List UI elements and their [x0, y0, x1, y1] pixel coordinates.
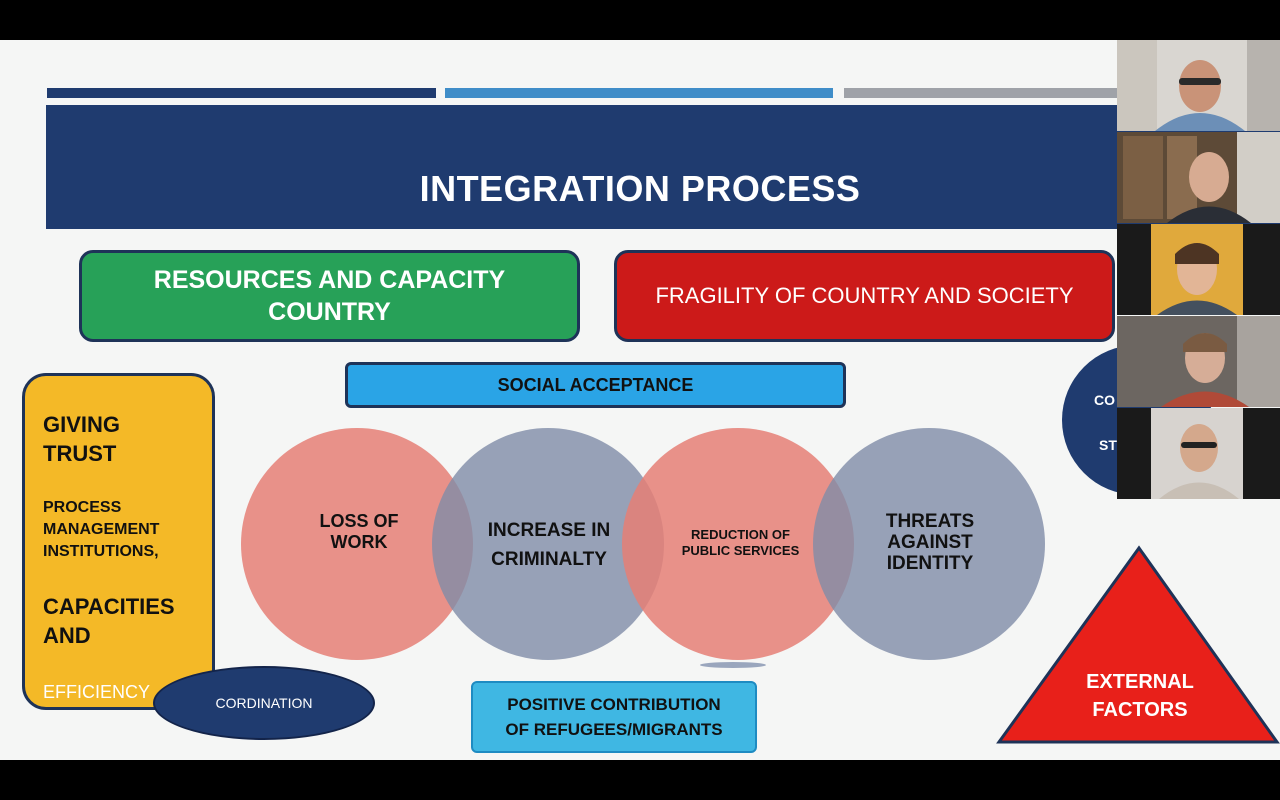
panel-capacities: CAPACITIES	[43, 594, 175, 619]
criminality-label: INCREASE IN CRIMINALTY	[460, 516, 638, 574]
video-tile-4[interactable]	[1117, 316, 1280, 407]
external-factors-label: EXTERNAL FACTORS	[1060, 668, 1220, 724]
participant-4-video	[1117, 316, 1280, 407]
external-factors-triangle	[996, 545, 1280, 744]
positive-line2: OF REFUGEES/MIGRANTS	[505, 720, 723, 739]
public-services-label: REDUCTION OF PUBLIC SERVICES	[658, 527, 823, 559]
top-bar-gray	[844, 88, 1117, 98]
public-line2: PUBLIC SERVICES	[681, 543, 800, 558]
top-bar-dark	[47, 88, 436, 98]
loss-of-work-label: LOSS OF WORK	[279, 511, 439, 553]
circle-underline	[700, 662, 766, 668]
criminality-line2: CRIMINALTY	[491, 549, 607, 570]
video-tile-3[interactable]	[1117, 224, 1280, 315]
presentation-slide: INTEGRATION PROCESS RESOURCES AND CAPACI…	[0, 40, 1280, 760]
panel-process: PROCESS	[43, 499, 122, 516]
participant-5-video	[1117, 408, 1280, 499]
panel-institutions: INSTITUTIONS,	[43, 543, 159, 560]
identity-line1: THREATS	[885, 511, 975, 532]
partial-circle-text-2: ST	[1099, 437, 1117, 453]
resources-line2: COUNTRY	[268, 298, 391, 326]
external-line2: FACTORS	[1092, 699, 1188, 721]
title-band	[46, 105, 1280, 229]
loss-line1: LOSS OF	[319, 511, 399, 531]
partial-circle-text-1: CO	[1094, 392, 1115, 408]
video-tile-2[interactable]	[1117, 132, 1280, 223]
participant-2-video	[1117, 132, 1280, 223]
panel-and: AND	[43, 623, 91, 648]
top-bar-blue	[445, 88, 833, 98]
identity-label: THREATS AGAINST IDENTITY	[850, 511, 1010, 574]
positive-line1: POSITIVE CONTRIBUTION	[507, 695, 721, 714]
circle-threats-identity	[813, 428, 1045, 660]
coordination-ellipse: CORDINATION	[153, 666, 375, 740]
public-line1: REDUCTION OF	[691, 527, 790, 542]
social-acceptance-box: SOCIAL ACCEPTANCE	[345, 362, 846, 408]
video-tile-5[interactable]	[1117, 408, 1280, 499]
fragility-box: FRAGILITY OF COUNTRY AND SOCIETY	[614, 250, 1115, 342]
resources-capacity-box: RESOURCES AND CAPACITY COUNTRY	[79, 250, 580, 342]
participant-1-video	[1117, 40, 1280, 131]
resources-line1: RESOURCES AND CAPACITY	[153, 266, 506, 294]
identity-line2: AGAINST	[887, 532, 973, 553]
panel-giving: GIVING	[43, 412, 121, 437]
panel-trust: TRUST	[43, 441, 117, 466]
video-tile-1[interactable]	[1117, 40, 1280, 131]
criminality-line1: INCREASE IN	[487, 520, 611, 541]
trust-panel: GIVING TRUST PROCESS MANAGEMENT INSTITUT…	[22, 373, 215, 710]
participant-3-video	[1117, 224, 1280, 315]
panel-efficiency: EFFICIENCY	[43, 682, 151, 702]
identity-line3: IDENTITY	[886, 553, 974, 574]
external-line1: EXTERNAL	[1086, 671, 1194, 693]
loss-line2: WORK	[330, 532, 388, 552]
slide-title: INTEGRATION PROCESS	[419, 168, 861, 209]
positive-contribution-box: POSITIVE CONTRIBUTION OF REFUGEES/MIGRAN…	[471, 681, 757, 753]
panel-management: MANAGEMENT	[43, 521, 160, 538]
